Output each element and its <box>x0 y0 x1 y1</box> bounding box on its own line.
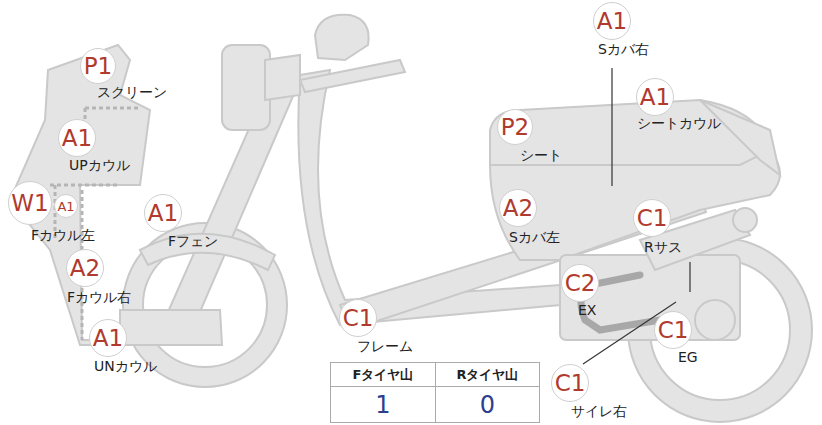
callout-code: A1 <box>640 86 670 109</box>
part-name: EG <box>678 349 698 366</box>
callout-circle: A2Fカウル右 <box>66 249 104 287</box>
table-header: Fタイヤ山 <box>331 363 436 387</box>
callout-circle: C1Rサス <box>633 199 671 237</box>
part-name: Rサス <box>644 239 682 256</box>
callout-circle: W1 <box>8 181 52 225</box>
table-header: Rタイヤ山 <box>436 363 539 387</box>
callout-code: C2 <box>565 272 596 295</box>
part-name: シートカウル <box>637 115 721 132</box>
callout-circle: A1Sカバ右 <box>593 2 631 40</box>
part-name: Fカウル左 <box>31 227 95 244</box>
table-value: 1 <box>331 387 436 422</box>
callout-code: C1 <box>637 207 668 230</box>
callout-code: C1 <box>555 372 586 395</box>
part-name: Sカバ右 <box>598 41 649 58</box>
callout-code: W1 <box>11 192 48 215</box>
callout-circle: A1Fフェン <box>144 194 182 232</box>
callout-code: A2 <box>70 257 100 280</box>
part-name: スクリーン <box>97 84 167 101</box>
part-name: Fカウル右 <box>67 289 131 306</box>
tire-table: Fタイヤ山Rタイヤ山10 <box>330 362 540 423</box>
table-value: 0 <box>436 387 539 422</box>
callout-code: P2 <box>501 116 530 139</box>
callout-code: A1 <box>597 10 627 33</box>
callout-code: A1 <box>148 202 178 225</box>
callout-circle: A1Fカウル左 <box>54 194 78 218</box>
part-name: フレーム <box>357 338 413 355</box>
callout-circle: C1サイレ右 <box>551 364 589 402</box>
callout-code: A2 <box>503 197 533 220</box>
part-name: Fフェン <box>168 233 218 250</box>
callout-code: C1 <box>658 319 689 342</box>
callout-circle: A1UPカウル <box>58 119 96 157</box>
callout-code: A1 <box>62 127 92 150</box>
callout-circle: A1シートカウル <box>636 78 674 116</box>
callout-circle: P2シート <box>497 109 533 145</box>
part-name: シート <box>520 147 562 164</box>
part-name: UPカウル <box>69 157 130 174</box>
callout-circle: P1スクリーン <box>80 48 116 84</box>
callout-code: P1 <box>84 55 113 78</box>
callout-circle: C1EG <box>654 311 692 349</box>
callout-circle: A1UNカウル <box>89 319 127 357</box>
part-name: EX <box>578 302 596 319</box>
callout-circle: C2EX <box>561 264 599 302</box>
callout-code: A1 <box>93 327 123 350</box>
callout-code: A1 <box>57 200 74 213</box>
callout-code: C1 <box>343 307 374 330</box>
callout-circle: A2Sカバ左 <box>499 189 537 227</box>
part-name: サイレ右 <box>571 403 627 420</box>
callout-circle: C1フレーム <box>339 299 377 337</box>
part-name: UNカウル <box>94 358 157 375</box>
part-name: Sカバ左 <box>509 229 560 246</box>
